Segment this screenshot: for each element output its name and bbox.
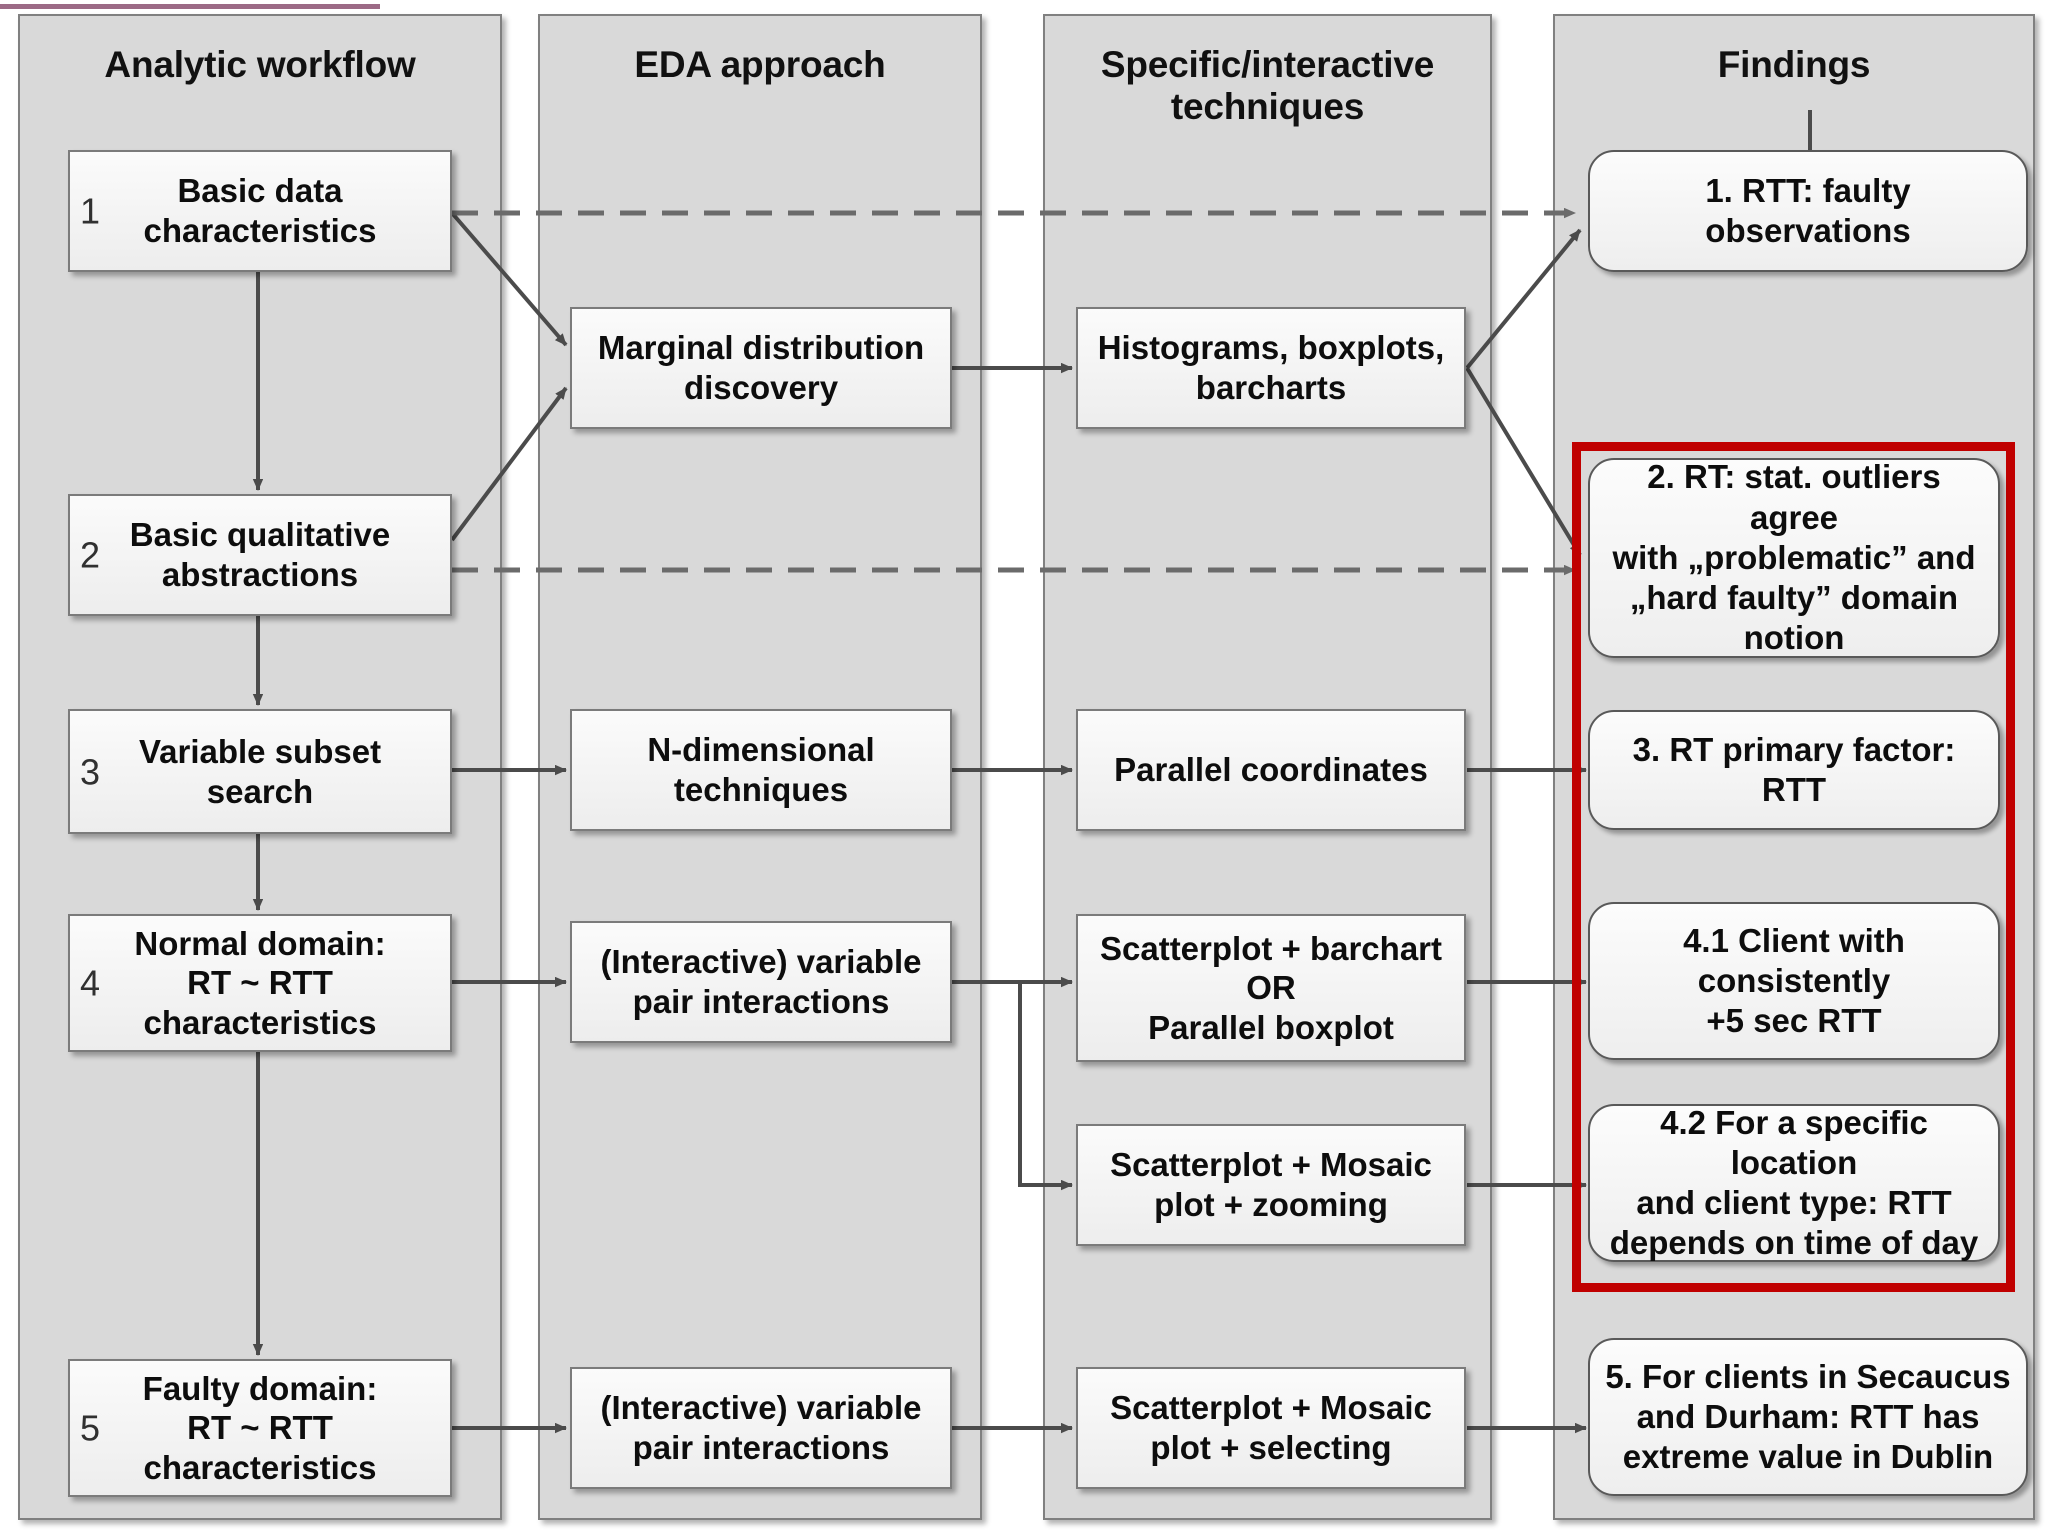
findings-highlight-frame bbox=[1572, 442, 2015, 1292]
finding-1-label: 1. RTT: faulty observations bbox=[1705, 171, 1911, 249]
eda-approach-pair-interactions-normal[interactable]: (Interactive) variable pair interactions bbox=[570, 921, 952, 1043]
technique-2-label: Parallel coordinates bbox=[1114, 751, 1428, 789]
workflow-step-3-number: 3 bbox=[80, 750, 101, 792]
finding-4-1-label: 4.1 Client with consistently +5 sec RTT bbox=[1683, 921, 1905, 1040]
technique-scatterplot-barchart-or-parallel-boxplot[interactable]: Scatterplot + barchart OR Parallel boxpl… bbox=[1076, 914, 1466, 1062]
finding-3-label: 3. RT primary factor: RTT bbox=[1632, 730, 1956, 808]
workflow-step-1[interactable]: 1 Basic data characteristics bbox=[68, 150, 452, 272]
workflow-step-3-label: Variable subset search bbox=[138, 732, 382, 810]
finding-4-1[interactable]: 4.1 Client with consistently +5 sec RTT bbox=[1588, 902, 2000, 1060]
workflow-step-1-number: 1 bbox=[80, 190, 101, 232]
workflow-step-5[interactable]: 5 Faulty domain: RT ~ RTT characteristic… bbox=[68, 1359, 452, 1497]
workflow-step-2[interactable]: 2 Basic qualitative abstractions bbox=[68, 494, 452, 616]
lane-title-eda-approach: EDA approach bbox=[634, 44, 886, 85]
workflow-step-2-number: 2 bbox=[80, 534, 101, 576]
workflow-step-4[interactable]: 4 Normal domain: RT ~ RTT characteristic… bbox=[68, 914, 452, 1052]
finding-3[interactable]: 3. RT primary factor: RTT bbox=[1588, 710, 2000, 830]
technique-3-label: Scatterplot + barchart OR Parallel boxpl… bbox=[1099, 929, 1443, 1046]
finding-1[interactable]: 1. RTT: faulty observations bbox=[1588, 150, 2028, 272]
finding-5[interactable]: 5. For clients in Secaucus and Durham: R… bbox=[1588, 1338, 2028, 1496]
technique-scatterplot-mosaic-zooming[interactable]: Scatterplot + Mosaic plot + zooming bbox=[1076, 1124, 1466, 1246]
technique-5-label: Scatterplot + Mosaic plot + selecting bbox=[1110, 1389, 1432, 1466]
workflow-step-4-number: 4 bbox=[80, 962, 101, 1004]
lane-title-findings: Findings bbox=[1717, 44, 1871, 85]
top-accent-rule bbox=[0, 4, 380, 9]
finding-4-2[interactable]: 4.2 For a specific location and client t… bbox=[1588, 1104, 2000, 1262]
technique-1-label: Histograms, boxplots, barcharts bbox=[1097, 329, 1445, 406]
technique-scatterplot-mosaic-selecting[interactable]: Scatterplot + Mosaic plot + selecting bbox=[1076, 1367, 1466, 1489]
workflow-step-4-label: Normal domain: RT ~ RTT characteristics bbox=[134, 924, 386, 1041]
eda-approach-pair-interactions-faulty[interactable]: (Interactive) variable pair interactions bbox=[570, 1367, 952, 1489]
workflow-step-1-label: Basic data characteristics bbox=[143, 172, 377, 249]
eda-approach-n-dimensional[interactable]: N-dimensional techniques bbox=[570, 709, 952, 831]
eda-approach-4-label: (Interactive) variable pair interactions bbox=[600, 1389, 922, 1466]
finding-2-label: 2. RT: stat. outliers agree with „proble… bbox=[1612, 458, 1976, 657]
workflow-step-5-number: 5 bbox=[80, 1407, 101, 1449]
workflow-step-3[interactable]: 3 Variable subset search bbox=[68, 709, 452, 834]
eda-approach-2-label: N-dimensional techniques bbox=[647, 731, 875, 808]
workflow-step-5-label: Faulty domain: RT ~ RTT characteristics bbox=[142, 1369, 378, 1486]
finding-4-2-label: 4.2 For a specific location and client t… bbox=[1609, 1103, 1979, 1262]
eda-approach-marginal-distribution[interactable]: Marginal distribution discovery bbox=[570, 307, 952, 429]
eda-approach-3-label: (Interactive) variable pair interactions bbox=[600, 943, 922, 1020]
technique-histograms-boxplots-barcharts[interactable]: Histograms, boxplots, barcharts bbox=[1076, 307, 1466, 429]
finding-5-label: 5. For clients in Secaucus and Durham: R… bbox=[1605, 1357, 2011, 1476]
lane-title-specific-techniques: Specific/interactive techniques bbox=[1100, 44, 1435, 128]
finding-2[interactable]: 2. RT: stat. outliers agree with „proble… bbox=[1588, 458, 2000, 658]
technique-4-label: Scatterplot + Mosaic plot + zooming bbox=[1110, 1146, 1432, 1223]
lane-title-analytic-workflow: Analytic workflow bbox=[104, 44, 416, 85]
technique-parallel-coordinates[interactable]: Parallel coordinates bbox=[1076, 709, 1466, 831]
workflow-step-2-label: Basic qualitative abstractions bbox=[129, 516, 391, 593]
eda-approach-1-label: Marginal distribution discovery bbox=[597, 329, 925, 406]
